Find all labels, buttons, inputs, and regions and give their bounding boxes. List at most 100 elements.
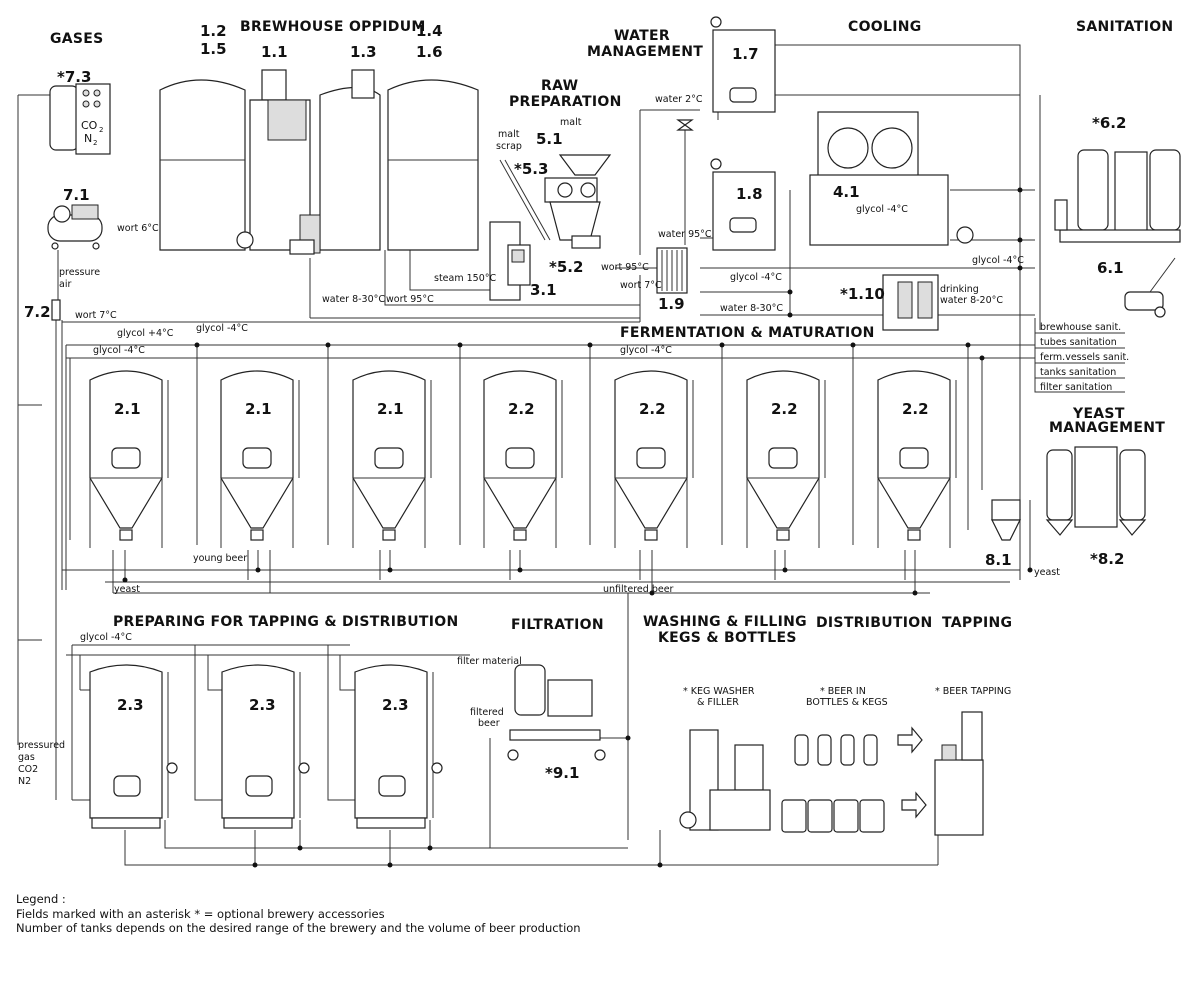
bright-tank-number: 2.3 (382, 696, 409, 714)
number-1-2: 1.2 (200, 22, 227, 40)
label-beer-tapping: * BEER TAPPING (935, 686, 1011, 697)
title-preparing: PREPARING FOR TAPPING & DISTRIBUTION (113, 614, 458, 630)
fermenter-tank: 2.1 (352, 370, 432, 548)
sanitation-item: brewhouse sanit. (1040, 322, 1121, 333)
fermenter-tank-number: 2.1 (245, 400, 272, 418)
title-yeast-line2: MANAGEMENT (1049, 420, 1165, 436)
number-1-6: 1.6 (416, 43, 443, 61)
label-pressured-1: pressured (18, 740, 65, 751)
label-wort-7-right: wort 7°C (620, 280, 662, 291)
legend: Legend : Fields marked with an asterisk … (16, 892, 581, 936)
label-malt-scrap-1: malt (498, 129, 520, 140)
mobile-cip-pump-icon (1124, 257, 1176, 318)
title-water-line1: WATER (614, 28, 670, 44)
fermenter-tank-number: 2.2 (508, 400, 535, 418)
label-yeast-left: yeast (114, 584, 140, 595)
brewhouse-vessels-icon (159, 69, 479, 255)
bright-beer-tank: 2.3 (89, 664, 178, 829)
label-pressured-2: gas (18, 752, 35, 763)
label-glycol-m4-b: glycol -4°C (93, 345, 145, 356)
sanitation-list: brewhouse sanit. tubes sanitation ferm.v… (1040, 322, 1129, 393)
co2-label: CO (81, 119, 98, 132)
number-7-3: *7.3 (57, 68, 91, 86)
hot-water-tank-icon (676, 16, 776, 131)
legend-title: Legend : (16, 892, 66, 906)
n2-label: N (84, 132, 92, 145)
label-keg-washer-1: * KEG WASHER (683, 686, 755, 697)
bright-beer-tank: 2.3 (354, 664, 443, 829)
number-8-2: *8.2 (1090, 550, 1124, 568)
number-4-1: 4.1 (833, 183, 860, 201)
title-washing-line1: WASHING & FILLING (643, 614, 807, 630)
bright-tank-number: 2.3 (249, 696, 276, 714)
number-6-2: *6.2 (1092, 114, 1126, 132)
title-distribution: DISTRIBUTION (816, 615, 932, 631)
number-1-3: 1.3 (350, 43, 377, 61)
number-1-7: 1.7 (732, 45, 759, 63)
title-tapping: TAPPING (942, 615, 1012, 631)
number-1-10: *1.10 (840, 285, 885, 303)
title-filtration: FILTRATION (511, 617, 604, 633)
label-water-8-30-a: water 8-30°C (322, 294, 385, 305)
number-1-5: 1.5 (200, 40, 227, 58)
fermenter-tank-number: 2.1 (114, 400, 141, 418)
section-titles: GASES BREWHOUSE OPPIDUM WATER MANAGEMENT… (50, 19, 1173, 646)
label-glycol-cooler: glycol -4°C (856, 204, 908, 215)
bottles-and-kegs-icon (781, 726, 927, 833)
label-young-beer: young beer (193, 553, 247, 564)
label-drinking-2: water 8-20°C (940, 295, 1003, 306)
sanitation-item: filter sanitation (1040, 382, 1112, 393)
label-glycol-plus4: glycol +4°C (117, 328, 174, 339)
fermenter-tank-number: 2.2 (771, 400, 798, 418)
air-compressor-icon (47, 204, 103, 321)
label-beer-in-2: BOTTLES & KEGS (806, 697, 888, 708)
label-water-95-top: water 95°C (658, 229, 712, 240)
label-beer-in-1: * BEER IN (820, 686, 866, 697)
sanitation-item: tubes sanitation (1040, 337, 1117, 348)
cip-station-icon (1054, 149, 1181, 243)
n2-subscript: 2 (93, 139, 97, 147)
title-sanitation: SANITATION (1076, 19, 1173, 35)
title-brewhouse: BREWHOUSE OPPIDUM (240, 19, 426, 35)
label-filtered-1: filtered (470, 707, 504, 718)
title-gases: GASES (50, 31, 104, 47)
title-yeast-line1: YEAST (1072, 406, 1125, 422)
label-water-8-30-b: water 8-30°C (720, 303, 783, 314)
legend-line-tanks: Number of tanks depends on the desired r… (16, 921, 581, 935)
fermenter-tank: 2.1 (220, 370, 300, 548)
sanitation-item: tanks sanitation (1040, 367, 1116, 378)
label-wort-95: wort 95°C (601, 262, 649, 273)
label-glycol-bright: glycol -4°C (80, 632, 132, 643)
fermenter-tank-number: 2.2 (902, 400, 929, 418)
media-labels: malt malt scrap wort 6°C water 2°C water… (18, 94, 1060, 787)
number-9-1: *9.1 (545, 764, 579, 782)
label-filtered-2: beer (478, 718, 500, 729)
label-unfiltered: unfiltered beer (603, 584, 674, 595)
number-1-4: 1.4 (416, 22, 443, 40)
title-water-line2: MANAGEMENT (587, 44, 703, 60)
number-1-8: 1.8 (736, 185, 763, 203)
fermenter-tank-number: 2.1 (377, 400, 404, 418)
label-malt: malt (560, 117, 582, 128)
malt-mill-icon (499, 154, 612, 249)
equipment-numbers: *7.3 1.2 1.5 1.1 1.3 1.4 1.6 5.1 *5.3 *5… (24, 22, 1126, 782)
label-drinking-1: drinking (940, 284, 979, 295)
bright-beer-tank: 2.3 (221, 664, 310, 829)
gas-cylinders-icon: CO 2 N 2 (49, 83, 111, 155)
fermenter-tank: 2.1 (89, 370, 169, 548)
label-steam: steam 150°C (434, 273, 496, 284)
beer-tap-icon (934, 711, 984, 836)
yeast-management-unit-icon (1045, 446, 1147, 536)
yeast-brink-icon (991, 499, 1021, 541)
fermenter-tank: 2.2 (483, 370, 563, 548)
kieselguhr-filter-icon (507, 664, 606, 761)
number-1-9: 1.9 (658, 295, 685, 313)
bright-tank-number: 2.3 (117, 696, 144, 714)
number-8-1: 8.1 (985, 551, 1012, 569)
label-pressured-3: CO2 (18, 764, 38, 775)
label-glycol-right: glycol -4°C (972, 255, 1024, 266)
title-raw-line1: RAW (541, 78, 578, 94)
fermenter-tank: 2.2 (614, 370, 694, 548)
title-cooling: COOLING (848, 19, 922, 35)
